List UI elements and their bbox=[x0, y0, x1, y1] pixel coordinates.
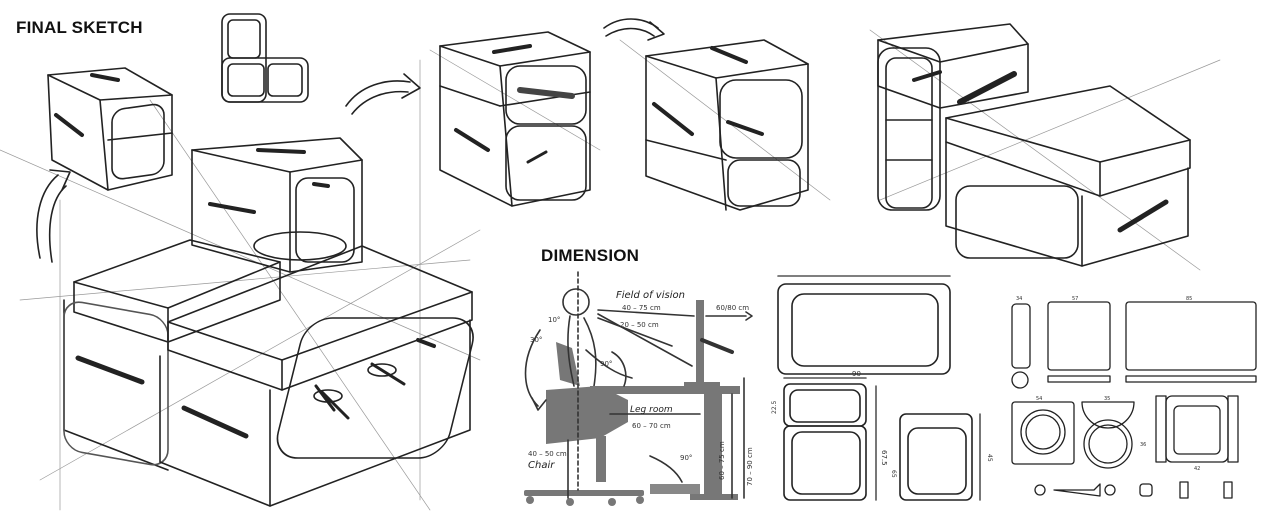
ergonomics-diagram bbox=[524, 271, 753, 506]
desk-side bbox=[590, 300, 740, 500]
part-dim-4: 54 bbox=[1036, 396, 1042, 402]
angle-90-label: 90° bbox=[600, 360, 612, 368]
front-elevation bbox=[777, 275, 951, 375]
parts-labels: 34 57 85 54 35 36 42 bbox=[1016, 296, 1200, 472]
chair-label: Chair bbox=[528, 460, 555, 471]
angle-10-label: 10° bbox=[548, 316, 560, 324]
curved-arrow-mid bbox=[345, 73, 421, 115]
part-dim-3: 85 bbox=[1186, 296, 1192, 302]
fov-range-label: 40 – 75 cm bbox=[622, 304, 661, 312]
leg-room-range: 60 – 70 cm bbox=[632, 422, 671, 430]
lower-height-label: 22.5 bbox=[771, 400, 778, 414]
elevation-labels: 90 67.5 22.5 65 45 bbox=[771, 370, 993, 478]
part-dim-5: 35 bbox=[1104, 396, 1110, 402]
parts-drawings bbox=[1011, 301, 1257, 499]
chair-height-label: 40 – 50 cm bbox=[528, 450, 567, 458]
side-elevation bbox=[783, 377, 877, 501]
leg-room-label: Leg room bbox=[630, 405, 673, 415]
near-range-label: 20 – 50 cm bbox=[620, 321, 659, 329]
small-unit-sketch bbox=[47, 67, 173, 191]
desk-height-alt-label: 70 – 90 cm bbox=[746, 447, 754, 486]
stacked-unit-b bbox=[645, 39, 809, 211]
right-assembly-sketch bbox=[877, 23, 1191, 267]
side-height-label: 67.5 bbox=[880, 450, 888, 466]
top-width-label: 90 bbox=[852, 370, 861, 378]
part-dim-1: 34 bbox=[1016, 296, 1022, 302]
stacked-unit-a bbox=[439, 31, 591, 207]
top-view-icon bbox=[221, 13, 309, 103]
main-desk-sketch bbox=[63, 137, 474, 507]
curved-arrow-top bbox=[603, 18, 665, 41]
screen-distance-label: 60/80 cm bbox=[716, 304, 749, 312]
angle-30-label: 30° bbox=[530, 336, 542, 344]
field-of-vision-label: Field of vision bbox=[616, 290, 685, 301]
ergonomic-labels: Field of vision 40 – 75 cm 20 – 50 cm 60… bbox=[528, 290, 754, 486]
dimension-heading: DIMENSION bbox=[541, 246, 640, 265]
desk-height-label: 60 – 75 cm bbox=[718, 441, 726, 480]
part-dim-2: 57 bbox=[1072, 296, 1078, 302]
part-dim-6: 36 bbox=[1140, 442, 1146, 448]
part-dim-7: 42 bbox=[1194, 466, 1200, 472]
construction-lines bbox=[0, 29, 1221, 511]
small-height-label: 45 bbox=[986, 454, 993, 462]
small-depth-label: 65 bbox=[890, 470, 897, 478]
seated-person bbox=[524, 342, 644, 506]
angle-90-knee-label: 90° bbox=[680, 454, 692, 462]
final-sketch-heading: FINAL SKETCH bbox=[16, 18, 143, 37]
curved-arrow-left bbox=[36, 169, 71, 263]
small-box-elevation bbox=[899, 413, 981, 501]
